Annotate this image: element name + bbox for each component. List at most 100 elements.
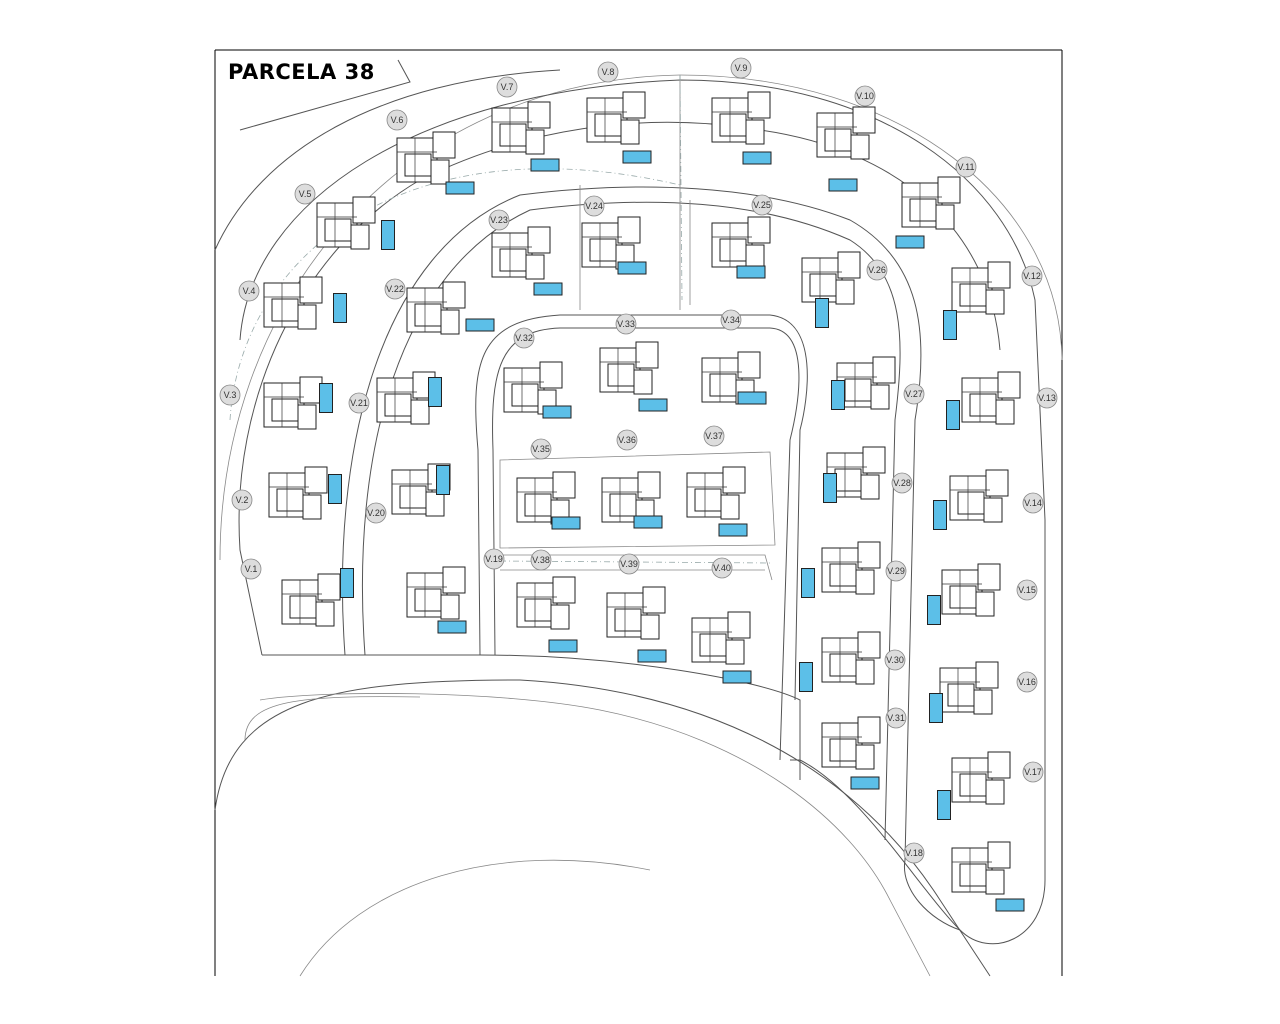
pool: [815, 298, 829, 328]
pool: [551, 516, 581, 530]
pool: [533, 282, 563, 296]
house-footprint: [606, 586, 666, 640]
house-footprint: [939, 661, 999, 715]
house-footprint: [941, 563, 1001, 617]
house-footprint: [949, 469, 1009, 523]
plot-label: V.17: [1022, 761, 1044, 783]
plot-label-circle: [384, 278, 406, 300]
plot-label: V.6: [386, 109, 408, 131]
plot-label: V.14: [1022, 492, 1044, 514]
plot-label-circle: [1021, 265, 1043, 287]
house-footprint: [376, 371, 436, 425]
house-footprint: [836, 356, 896, 410]
plot-label-circle: [1022, 492, 1044, 514]
house-footprint: [901, 176, 961, 230]
pool: [799, 662, 813, 692]
pool: [722, 670, 752, 684]
pool: [943, 310, 957, 340]
house-footprint: [491, 101, 551, 155]
plot-label: V.35: [530, 438, 552, 460]
plot-label-text: V.1: [245, 564, 258, 574]
plot-label-text: V.10: [856, 91, 874, 101]
plot-label-circle: [730, 57, 752, 79]
pool: [530, 158, 560, 172]
plot-label-circle: [866, 259, 888, 281]
house-footprint: [516, 471, 576, 525]
plot-label: V.20: [365, 502, 387, 524]
plot-label: V.30: [884, 649, 906, 671]
plot-label: V.5: [294, 183, 316, 205]
plot-label: V.7: [496, 76, 518, 98]
plot-label: V.23: [488, 209, 510, 231]
pool: [937, 790, 951, 820]
plot-label-text: V.14: [1024, 498, 1042, 508]
plot-label-circle: [1016, 671, 1038, 693]
pool: [831, 380, 845, 410]
pool: [437, 620, 467, 634]
house-footprint: [316, 196, 376, 250]
pool: [381, 220, 395, 250]
pool: [895, 235, 925, 249]
plot-label-text: V.33: [617, 319, 635, 329]
plot-label-circle: [240, 558, 262, 580]
plot-label-text: V.31: [887, 713, 905, 723]
plot-label: V.4: [238, 280, 260, 302]
plot-label-text: V.35: [532, 444, 550, 454]
pool: [929, 693, 943, 723]
plot-label-text: V.16: [1018, 677, 1036, 687]
plot-label-text: V.39: [620, 559, 638, 569]
plot-label-text: V.5: [299, 189, 312, 199]
plot-label-text: V.23: [490, 215, 508, 225]
roads: [214, 59, 1063, 977]
plot-label-text: V.36: [618, 435, 636, 445]
house-footprint: [951, 841, 1011, 895]
plot-label: V.13: [1036, 387, 1058, 409]
plot-label-text: V.22: [386, 284, 404, 294]
plot-label-circle: [903, 383, 925, 405]
pool: [548, 639, 578, 653]
plot-label-text: V.28: [893, 478, 911, 488]
plot-label: V.21: [348, 392, 370, 414]
plot-label-text: V.8: [602, 67, 615, 77]
houses: [263, 91, 1021, 895]
plot-label: V.3: [219, 384, 241, 406]
pool: [718, 523, 748, 537]
plot-label-circle: [348, 392, 370, 414]
plot-label-circle: [615, 313, 637, 335]
plot-label: V.29: [885, 560, 907, 582]
plot-label: V.22: [384, 278, 406, 300]
plot-label: V.33: [615, 313, 637, 335]
plot-label-text: V.13: [1038, 393, 1056, 403]
plot-label-text: V.19: [485, 554, 503, 564]
pool: [637, 649, 667, 663]
plot-label-circle: [386, 109, 408, 131]
house-footprint: [801, 251, 861, 305]
plot-label-circle: [891, 472, 913, 494]
house-footprint: [263, 376, 323, 430]
house-footprint: [391, 463, 451, 517]
house-footprint: [491, 226, 551, 280]
pool: [801, 568, 815, 598]
plot-label: V.1: [240, 558, 262, 580]
pool: [333, 293, 347, 323]
house-footprint: [406, 281, 466, 335]
plot-label-text: V.17: [1024, 767, 1042, 777]
frame: [214, 49, 1063, 976]
plot-label-text: V.40: [713, 563, 731, 573]
plot-label-circle: [1036, 387, 1058, 409]
plot-label-circle: [496, 76, 518, 98]
plot-label-circle: [231, 489, 253, 511]
plot-label-circle: [885, 560, 907, 582]
house-footprint: [951, 261, 1011, 315]
pool: [742, 151, 772, 165]
plot-label-circle: [854, 85, 876, 107]
plot-label-text: V.37: [705, 431, 723, 441]
plot-label-text: V.11: [957, 162, 974, 172]
house-footprint: [516, 576, 576, 630]
plot-label-text: V.9: [735, 63, 748, 73]
plot-label-text: V.34: [722, 315, 740, 325]
plot-label-circle: [597, 61, 619, 83]
plot-label-text: V.7: [501, 82, 514, 92]
plot-label-circle: [1016, 579, 1038, 601]
